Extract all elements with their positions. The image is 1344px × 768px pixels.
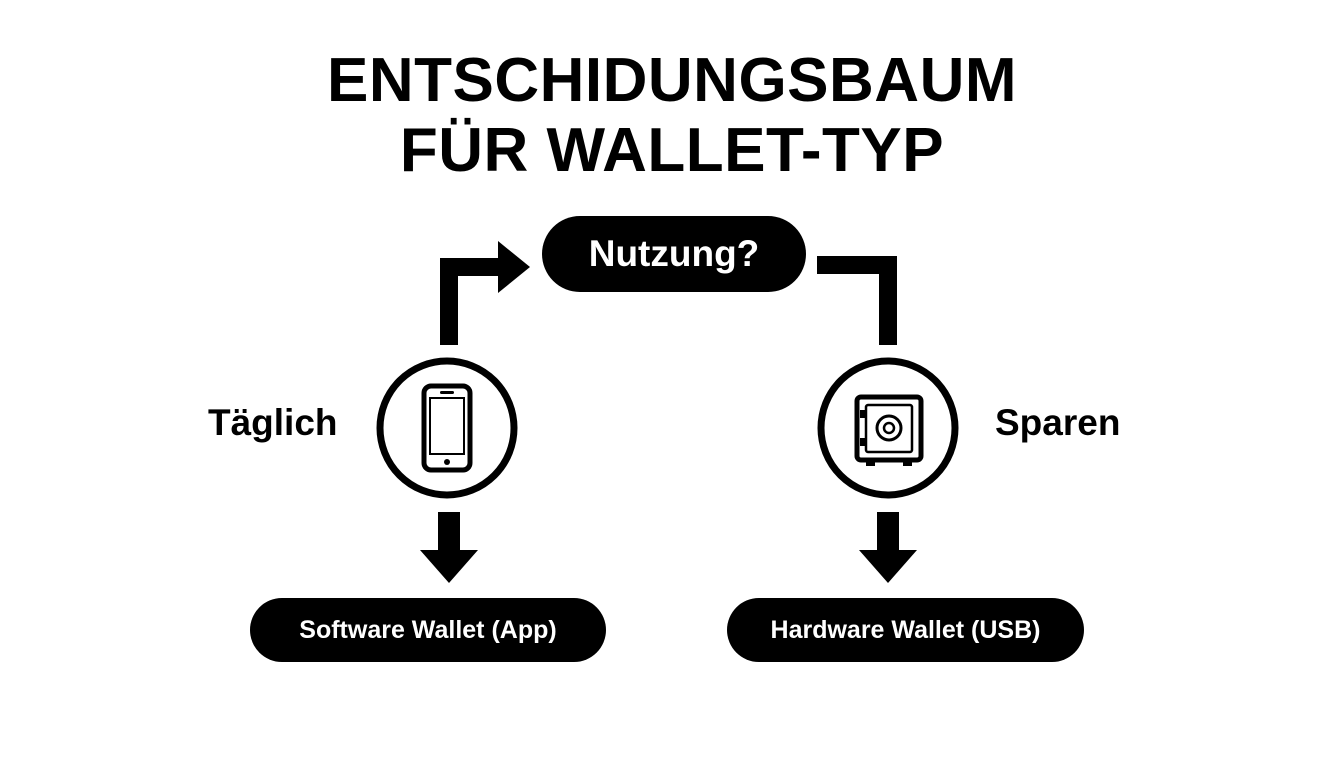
safe-icon xyxy=(854,394,924,466)
left-connector-line xyxy=(440,258,500,345)
right-down-arrow-shaft xyxy=(877,512,899,552)
branch-label-daily: Täglich xyxy=(208,402,338,443)
result-node-software-wallet: Software Wallet (App) xyxy=(250,598,606,662)
smartphone-icon xyxy=(421,383,473,473)
diagram-title-line-1: ENTSCHIDUNGSBAUM xyxy=(327,46,1017,115)
left-down-arrow-head xyxy=(420,550,478,583)
branch-label-savings: Sparen xyxy=(995,402,1121,443)
right-connector-line xyxy=(817,256,897,345)
diagram-title-line-2: FÜR WALLET-TYP xyxy=(399,116,945,185)
question-node: Nutzung? xyxy=(542,216,806,292)
left-connector-arrowhead xyxy=(498,241,530,293)
result-label-hardware-wallet: Hardware Wallet (USB) xyxy=(770,615,1041,644)
right-down-arrow-head xyxy=(859,550,917,583)
result-label-software-wallet: Software Wallet (App) xyxy=(299,615,557,644)
result-node-hardware-wallet: Hardware Wallet (USB) xyxy=(727,598,1084,662)
daily-branch-node xyxy=(376,357,518,499)
left-down-arrow-shaft xyxy=(438,512,460,552)
savings-branch-node xyxy=(817,357,959,499)
question-node-label: Nutzung? xyxy=(588,233,760,274)
